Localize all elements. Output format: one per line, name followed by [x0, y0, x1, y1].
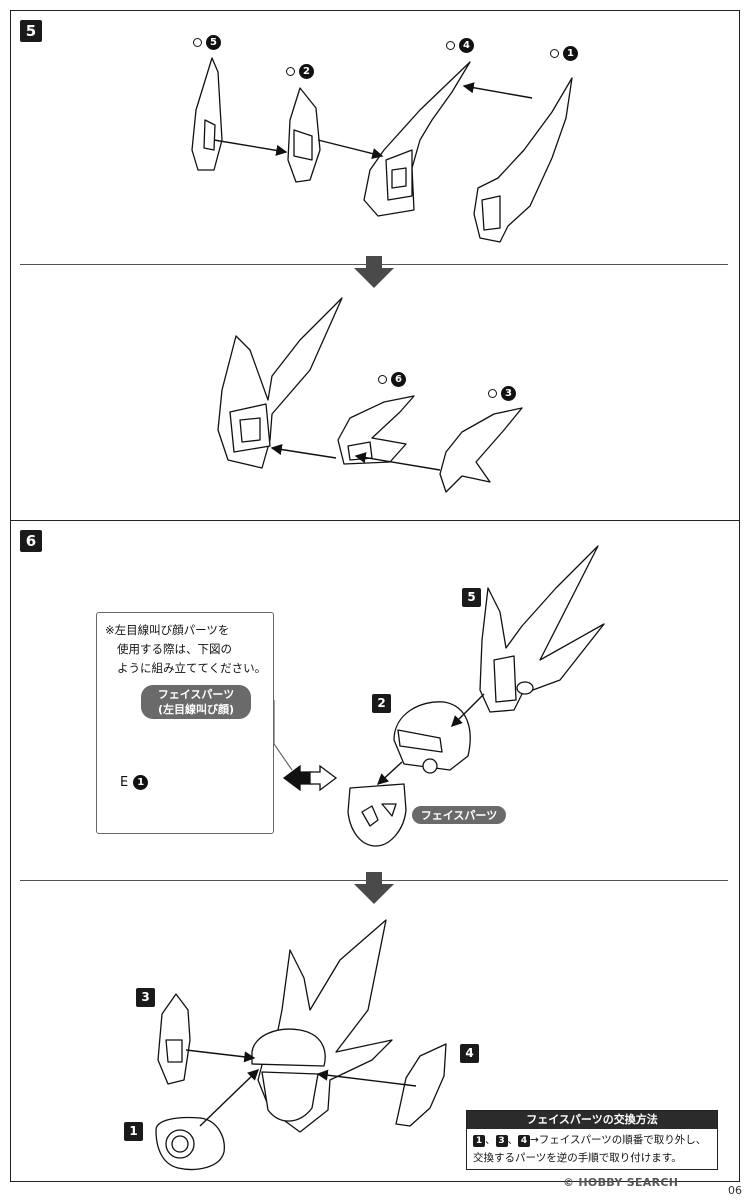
- runner-ring-icon: [488, 389, 497, 398]
- part-1-badge: 1: [124, 1122, 143, 1141]
- step-down-arrow: [354, 872, 394, 904]
- part-o4-drawing: [363, 61, 471, 217]
- exchange-body: 1、3、4→フェイスパーツの順番で取り外し、 交換するパーツを逆の手順で取り付け…: [467, 1129, 717, 1169]
- exchange-method-box: フェイスパーツの交換方法 1、3、4→フェイスパーツの順番で取り外し、 交換する…: [466, 1110, 718, 1170]
- part-o6-drawing: [337, 395, 415, 465]
- runner-ring-icon: [378, 375, 387, 384]
- exchange-line-2: 交換するパーツを逆の手順で取り付けます。: [473, 1152, 682, 1164]
- assembled-head-drawing: [217, 297, 343, 469]
- exchange-line-1: 1、3、4→フェイスパーツの順番で取り外し、: [473, 1131, 711, 1149]
- pill-line: フェイスパーツ: [157, 688, 235, 701]
- part-o1-drawing: [473, 77, 573, 243]
- alternate-face-note: ※左目線叫び顔パーツを 使用する際は、下図の ように組み立ててください。 フェイ…: [96, 612, 274, 834]
- part-label-o5: 5: [193, 35, 221, 50]
- face-part-drawing: [347, 783, 407, 847]
- step6-final-head-drawing: [251, 919, 393, 1133]
- part-2-badge: 2: [372, 694, 391, 713]
- swap-arrow-icon: [282, 764, 313, 792]
- final-part-1-drawing: [155, 1116, 225, 1171]
- part-o5-drawing: [191, 57, 223, 171]
- step-6-badge: 6: [20, 530, 42, 552]
- face-parts-label: フェイスパーツ: [412, 806, 506, 824]
- runner-ring-icon: [286, 67, 295, 76]
- part-o3-drawing: [439, 407, 523, 493]
- helmet-part-drawing: [393, 701, 471, 774]
- part-3-badge: 3: [136, 988, 155, 1007]
- note-text: ※左目線叫び顔パーツを 使用する際は、下図の ように組み立ててください。: [105, 621, 275, 678]
- exchange-title: フェイスパーツの交換方法: [467, 1111, 717, 1129]
- final-part-4-drawing: [395, 1043, 447, 1127]
- final-part-3-drawing: [157, 993, 191, 1085]
- runner-ring-icon: [193, 38, 202, 47]
- part-4-badge: 4: [460, 1044, 479, 1063]
- page-frame: [10, 10, 740, 1182]
- part-label-o3: 3: [488, 386, 516, 401]
- watermark: © HOBBY SEARCH: [563, 1176, 679, 1189]
- step-down-arrow: [354, 256, 394, 288]
- step-separator: [10, 520, 740, 521]
- part-5-badge: 5: [462, 588, 481, 607]
- note-face-part-pill: フェイスパーツ (左目線叫び顔): [141, 685, 251, 719]
- runner-ring-icon: [550, 49, 559, 58]
- step-5-badge: 5: [20, 20, 42, 42]
- note-line: ※左目線叫び顔パーツを: [105, 623, 230, 637]
- page-number: 06: [728, 1184, 742, 1197]
- part-label-o6: 6: [378, 372, 406, 387]
- pill-line: (左目線叫び顔): [157, 703, 235, 716]
- runner-ring-icon: [446, 41, 455, 50]
- note-line: 使用する際は、下図の: [117, 642, 232, 656]
- part-o2-drawing: [287, 87, 321, 183]
- part-label-e1: E 1: [120, 775, 149, 790]
- part-label-o2: 2: [286, 64, 314, 79]
- part-label-o1: 1: [550, 46, 578, 61]
- step6-head-assembly-drawing: [479, 545, 605, 713]
- note-line: ように組み立ててください。: [117, 661, 267, 675]
- part-label-o4: 4: [446, 38, 474, 53]
